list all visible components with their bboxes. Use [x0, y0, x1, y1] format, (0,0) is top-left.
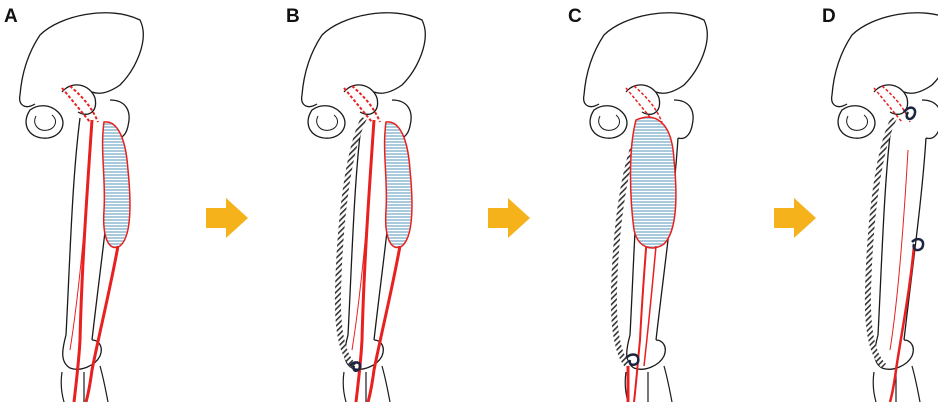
arrow-right-icon: [204, 196, 250, 240]
ligature-distal: [912, 239, 923, 250]
panel-b: B: [282, 0, 482, 402]
panel-b-drawing: [282, 0, 482, 402]
aneurysm-sac: [103, 122, 130, 248]
panel-label-c: C: [568, 6, 582, 28]
panel-d-drawing: [818, 0, 938, 402]
panel-label-b: B: [286, 6, 300, 28]
panel-d: D: [818, 0, 938, 402]
arrow-right-icon: [486, 196, 532, 240]
panel-label-a: A: [4, 6, 18, 28]
panel-a: A: [0, 0, 200, 402]
arrow-right-icon: [772, 196, 818, 240]
bypass-graft: [338, 118, 364, 366]
panel-a-drawing: [0, 0, 200, 402]
aneurysm-sac: [631, 117, 676, 248]
panel-c: C: [564, 0, 764, 402]
panel-label-d: D: [822, 6, 836, 28]
panel-c-drawing: [564, 0, 764, 402]
